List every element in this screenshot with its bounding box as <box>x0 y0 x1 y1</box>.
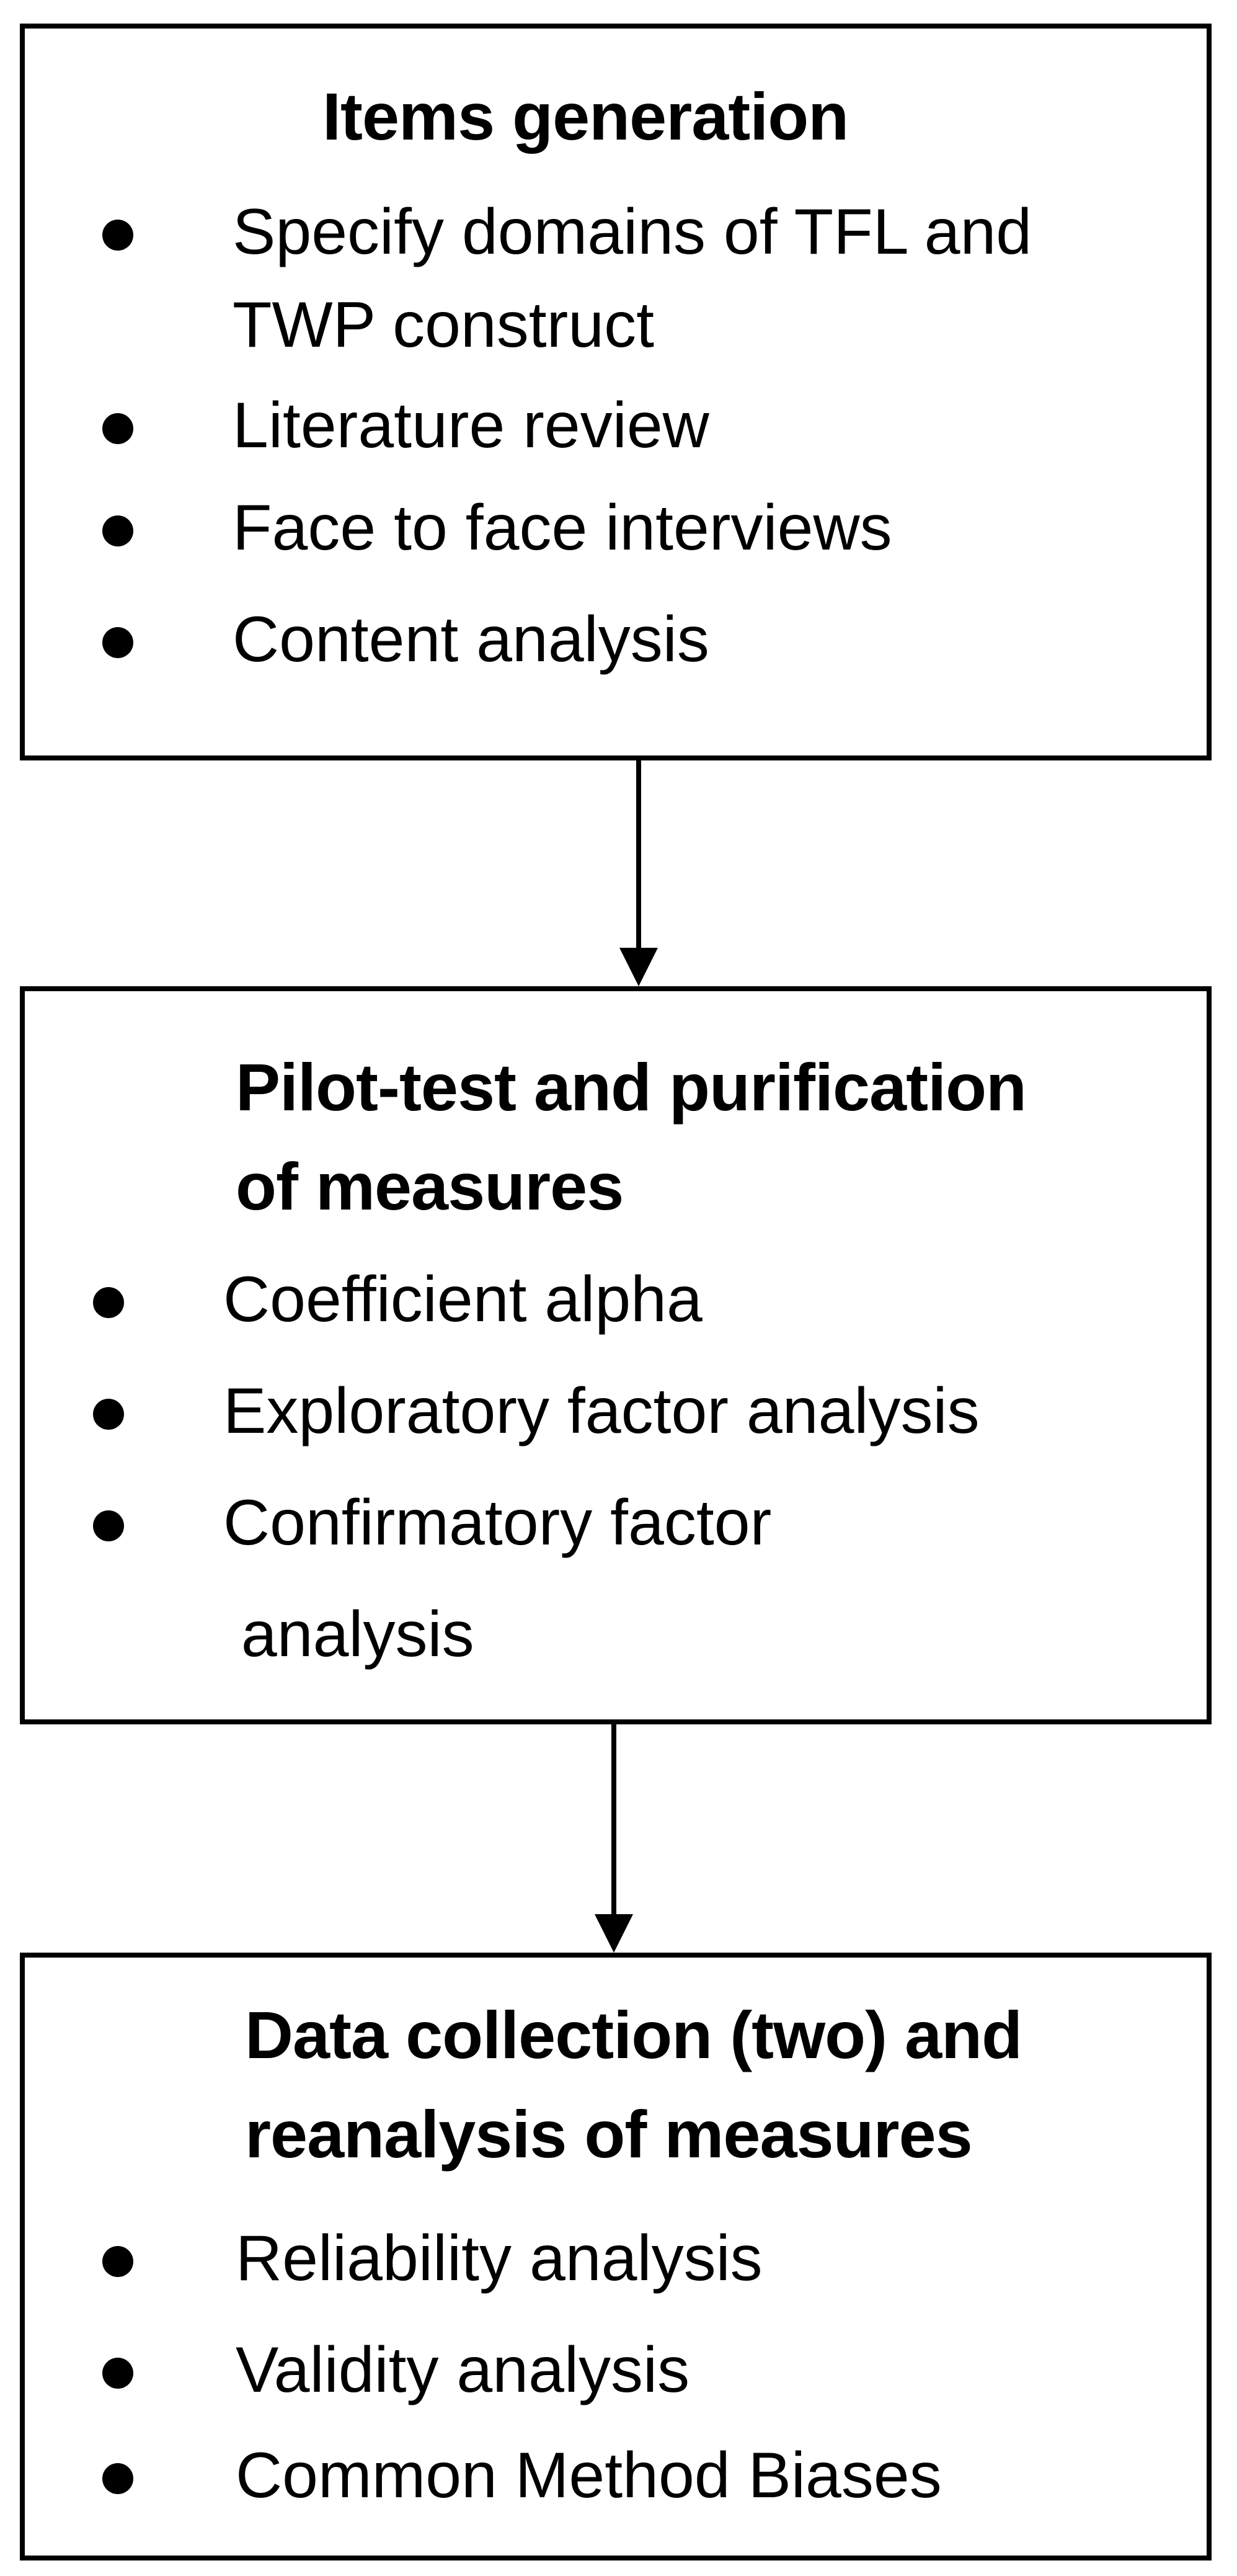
arrow-shaft <box>636 760 641 949</box>
step-title-line: Pilot-test and purification <box>236 1050 1027 1125</box>
step-title-line: reanalysis of measures <box>245 2097 973 2172</box>
arrow-down-icon <box>595 1914 633 1953</box>
step-box-items-generation: Items generation Specify domains of TFL … <box>20 24 1212 760</box>
bullet-icon <box>102 413 133 444</box>
list-item-label-continued: analysis <box>223 1598 474 1670</box>
arrow-shaft <box>611 1724 616 1915</box>
step-box-pilot-test: Pilot-test and purification of measures … <box>20 986 1212 1724</box>
list-item-label: Common Method Biases <box>236 2440 942 2511</box>
step-title-line: Data collection (two) and <box>245 1997 1022 2072</box>
list-item-label: Confirmatory factor <box>223 1487 772 1559</box>
step-title-line: of measures <box>236 1149 624 1224</box>
list-item-label: Exploratory factor analysis <box>223 1375 980 1447</box>
list-item-label: Literature review <box>233 390 709 461</box>
bullet-icon <box>102 2463 133 2494</box>
bullet-icon <box>102 515 133 546</box>
list-item-label: Specify domains of TFL and <box>233 196 1032 268</box>
list-item-label: Content analysis <box>233 604 709 675</box>
step-title: Pilot-test and purification of measures <box>236 1050 1027 1224</box>
bullet-icon <box>93 1287 124 1318</box>
step-box-data-collection: Data collection (two) and reanalysis of … <box>20 1953 1212 2560</box>
step-title-line: Items generation <box>322 79 849 154</box>
arrow-down-icon <box>619 948 658 986</box>
list-item-label: Face to face interviews <box>233 492 892 564</box>
step-title: Data collection (two) and reanalysis of … <box>245 1998 1022 2172</box>
list-item-label: Validity analysis <box>236 2334 690 2406</box>
step-title: Items generation <box>322 79 849 154</box>
list-item-label: Coefficient alpha <box>223 1263 703 1335</box>
list-item-label: Reliability analysis <box>236 2222 763 2294</box>
bullet-icon <box>93 1510 124 1541</box>
bullet-icon <box>102 220 133 251</box>
list-item-label-continued: TWP construct <box>233 289 655 361</box>
bullet-icon <box>102 627 133 658</box>
bullet-icon <box>102 2358 133 2389</box>
bullet-icon <box>93 1399 124 1430</box>
bullet-icon <box>102 2246 133 2277</box>
